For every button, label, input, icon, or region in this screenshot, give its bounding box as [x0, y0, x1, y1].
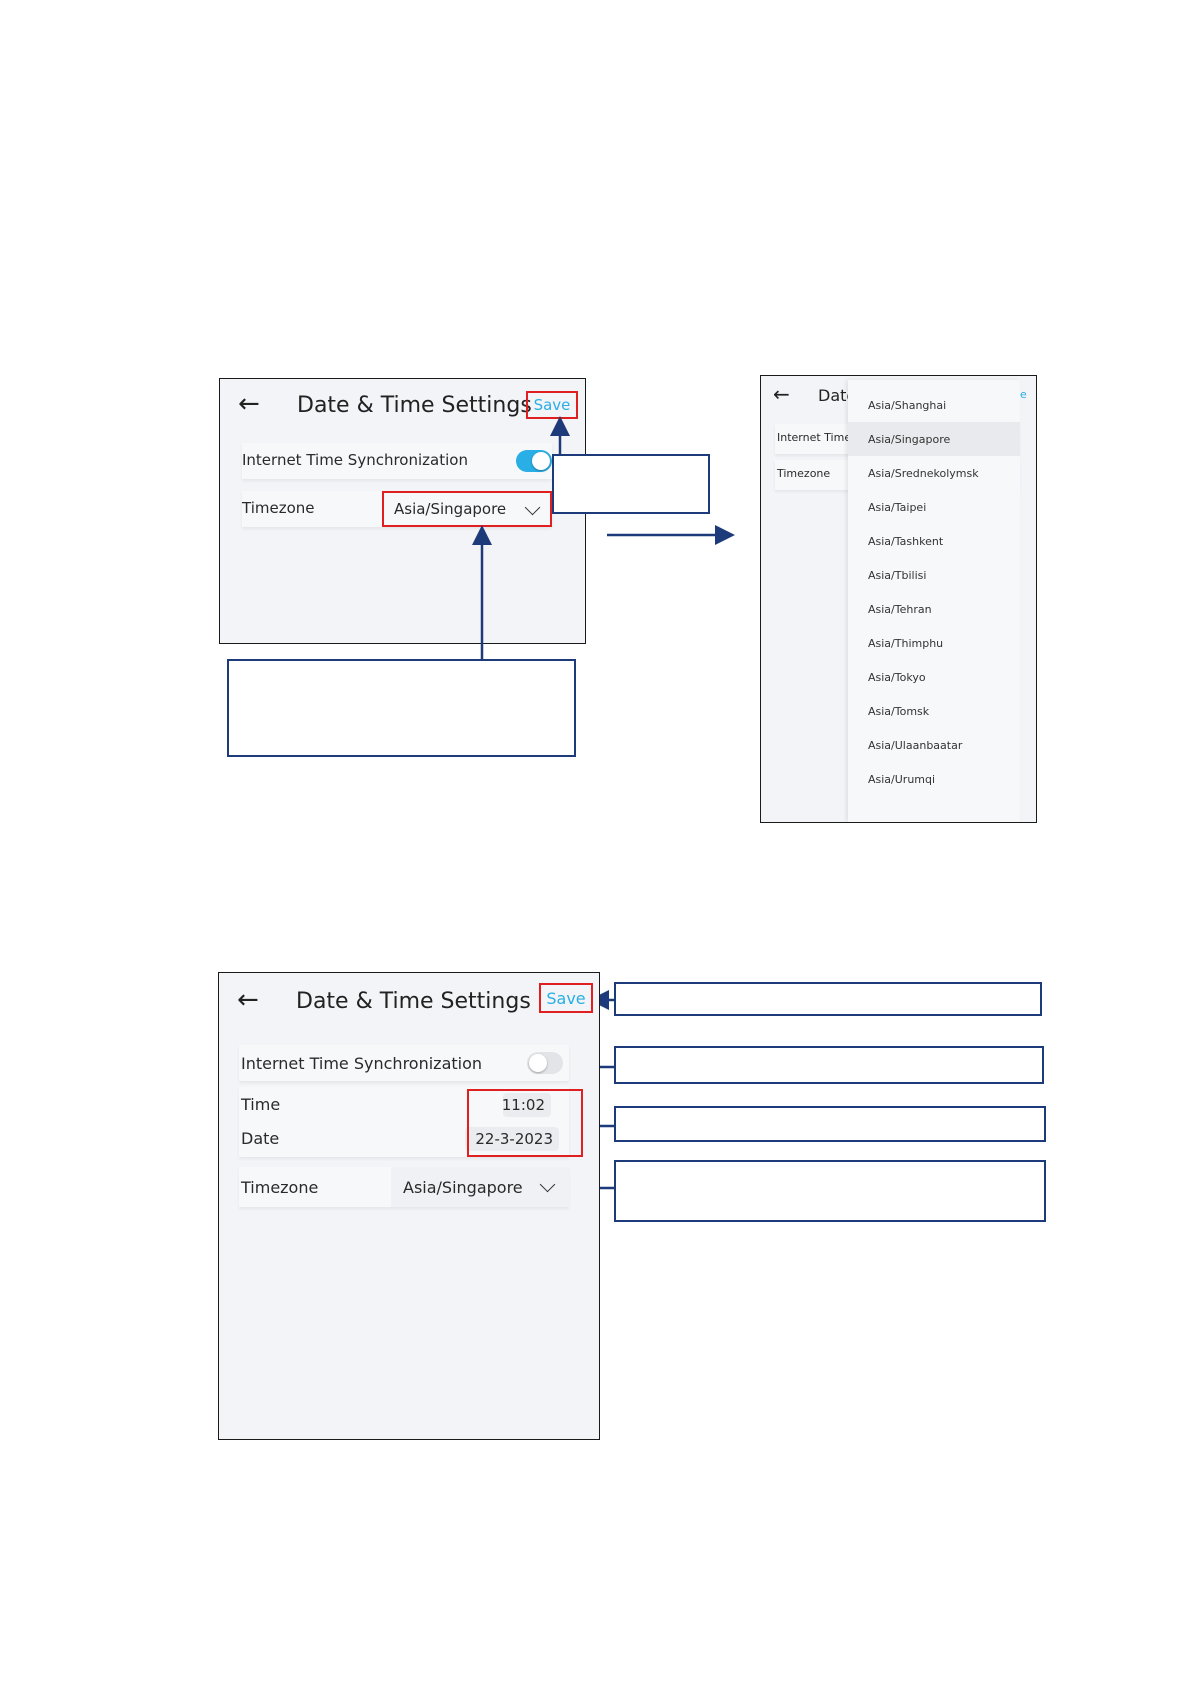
date-field[interactable]: 22-3-2023	[465, 1127, 559, 1151]
chevron-down-icon	[539, 1176, 556, 1193]
dropdown-option[interactable]: Asia/Ulaanbaatar	[868, 738, 963, 752]
save-button-partial[interactable]: e	[1020, 388, 1027, 401]
internet-sync-row: Internet Time Synchronization	[242, 443, 552, 479]
screen-1-settings: ← Date & Time Settings Save Internet Tim…	[219, 378, 586, 644]
internet-sync-label: Internet Time Synchronization	[241, 1054, 483, 1073]
dropdown-option[interactable]: Asia/Urumqi	[868, 772, 936, 786]
time-label: Time	[241, 1095, 281, 1114]
internet-sync-label: Internet Time Synchronization	[242, 451, 468, 469]
callout-box-time-date	[614, 1106, 1046, 1142]
back-arrow-icon[interactable]: ←	[773, 382, 790, 406]
page-title-partial: Date	[818, 386, 857, 405]
time-field[interactable]: 11:02	[502, 1093, 551, 1117]
callout-box-internet-sync	[614, 1046, 1044, 1084]
dropdown-option[interactable]: Asia/Thimphu	[868, 636, 944, 650]
page-title: Date & Time Settings	[297, 393, 532, 418]
back-arrow-icon[interactable]: ←	[238, 389, 260, 419]
dropdown-option[interactable]: Asia/Tehran	[868, 602, 932, 616]
timezone-label: Timezone	[777, 467, 831, 480]
callout-box-save	[614, 982, 1042, 1016]
time-date-highlight	[467, 1089, 583, 1157]
timezone-select[interactable]: Asia/Singapore	[391, 1167, 569, 1207]
dropdown-option[interactable]: Asia/Shanghai	[868, 398, 947, 412]
dropdown-option-selected[interactable]: Asia/Singapore	[848, 422, 1020, 456]
timezone-label: Timezone	[242, 499, 315, 517]
timezone-select[interactable]: Asia/Singapore	[382, 491, 552, 527]
date-label: Date	[241, 1129, 280, 1148]
callout-box-timezone	[227, 659, 576, 757]
dropdown-option[interactable]: Asia/Tomsk	[868, 704, 930, 718]
timezone-row: Timezone Asia/Singapore	[242, 491, 552, 527]
internet-sync-toggle[interactable]	[527, 1052, 563, 1074]
callout-box-save	[552, 454, 710, 514]
internet-sync-label: Internet Time	[777, 431, 852, 444]
timezone-value: Asia/Singapore	[403, 1177, 523, 1197]
dropdown-option[interactable]: Asia/Tashkent	[868, 534, 944, 548]
internet-sync-row: Internet Time Synchronization	[239, 1045, 569, 1081]
timezone-label: Timezone	[241, 1178, 319, 1197]
internet-sync-toggle[interactable]	[516, 450, 552, 472]
time-date-group: Time Date 11:02 22-3-2023	[239, 1087, 569, 1157]
timezone-value: Asia/Singapore	[394, 500, 507, 518]
back-arrow-icon[interactable]: ←	[237, 985, 259, 1015]
page-title: Date & Time Settings	[296, 989, 531, 1014]
timezone-dropdown-list[interactable]: Asia/Shanghai Asia/Singapore Asia/Sredne…	[848, 380, 1020, 822]
screen-2-timezone-dropdown: ← Date e Internet Time Timezone Asia/Sha…	[760, 375, 1037, 823]
callout-box-timezone	[614, 1160, 1046, 1222]
dropdown-option[interactable]: Asia/Tokyo	[868, 670, 926, 684]
dropdown-option[interactable]: Asia/Srednekolymsk	[868, 466, 979, 480]
screen-3-settings-manual: ← Date & Time Settings Save Internet Tim…	[218, 972, 600, 1440]
timezone-row: Timezone Asia/Singapore	[239, 1167, 569, 1207]
dropdown-option[interactable]: Asia/Tbilisi	[868, 568, 927, 582]
dropdown-option[interactable]: Asia/Taipei	[868, 500, 927, 514]
save-button[interactable]: Save	[539, 983, 593, 1013]
